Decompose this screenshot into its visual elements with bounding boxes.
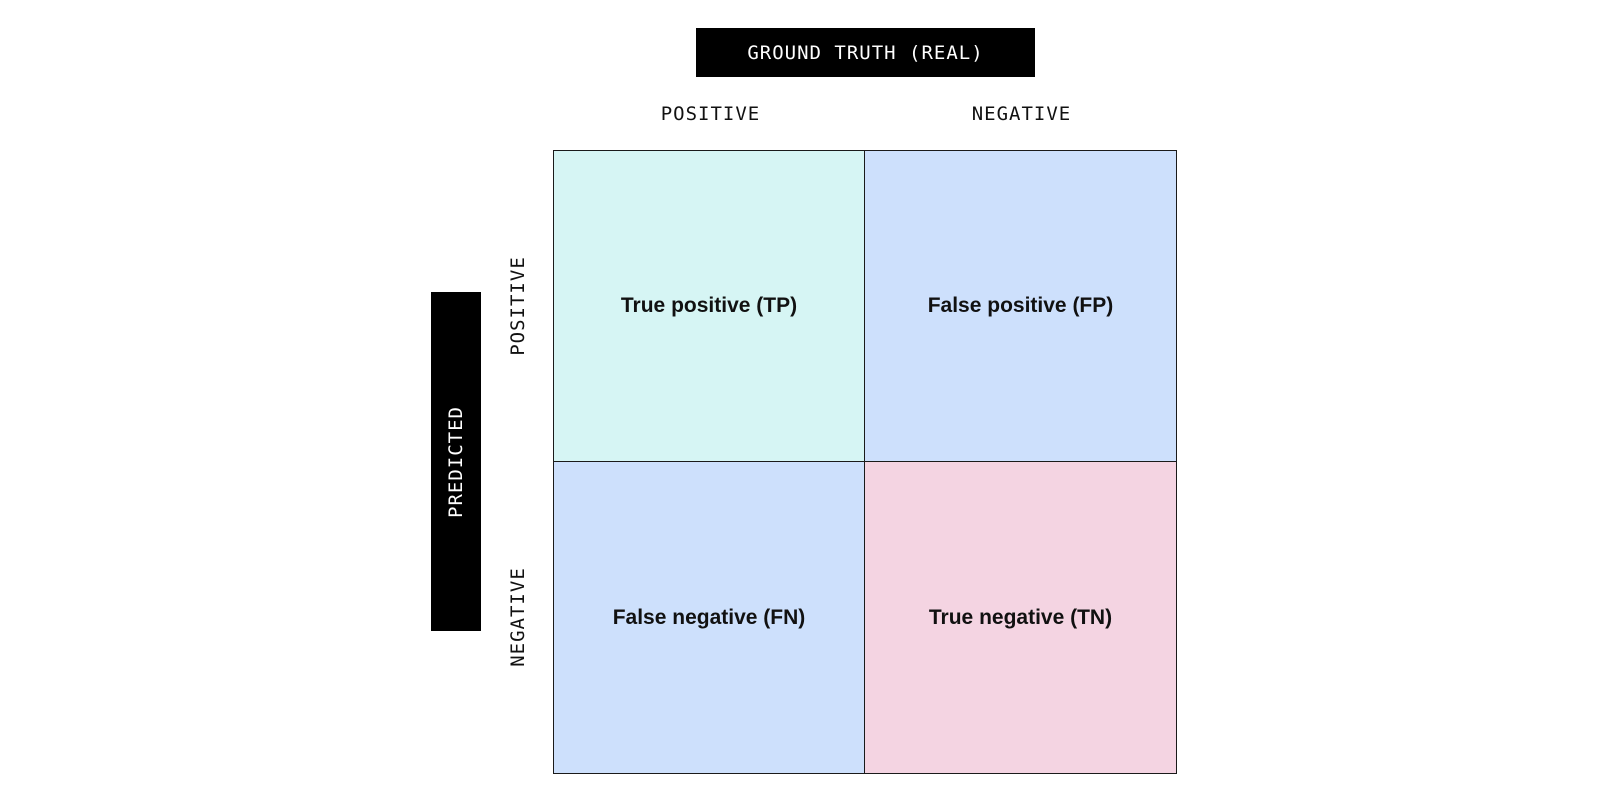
cell-false-positive: False positive (FP) [865,151,1176,462]
cell-true-positive-label: True positive (TP) [620,294,798,317]
predicted-header: PREDICTED [431,292,481,631]
row-label-negative: NEGATIVE [498,461,538,772]
ground-truth-header: GROUND TRUTH (REAL) [696,28,1035,77]
column-label-negative: NEGATIVE [971,103,1072,125]
cell-false-negative-label: False negative (FN) [612,605,806,629]
row-label-positive: POSITIVE [498,150,538,461]
predicted-label: PREDICTED [445,405,468,518]
confusion-matrix: True positive (TP) False positive (FP) F… [553,150,1177,774]
cell-true-negative-label: True negative (TN) [928,605,1113,629]
cell-false-positive-label: False positive (FP) [927,294,1114,317]
row-label-positive-text: POSITIVE [507,255,530,356]
ground-truth-label: GROUND TRUTH (REAL) [747,41,984,64]
cell-true-negative: True negative (TN) [865,462,1176,773]
row-label-negative-text: NEGATIVE [507,566,530,667]
column-label-positive: POSITIVE [660,103,761,125]
cell-false-negative: False negative (FN) [554,462,865,773]
cell-true-positive: True positive (TP) [554,151,865,462]
